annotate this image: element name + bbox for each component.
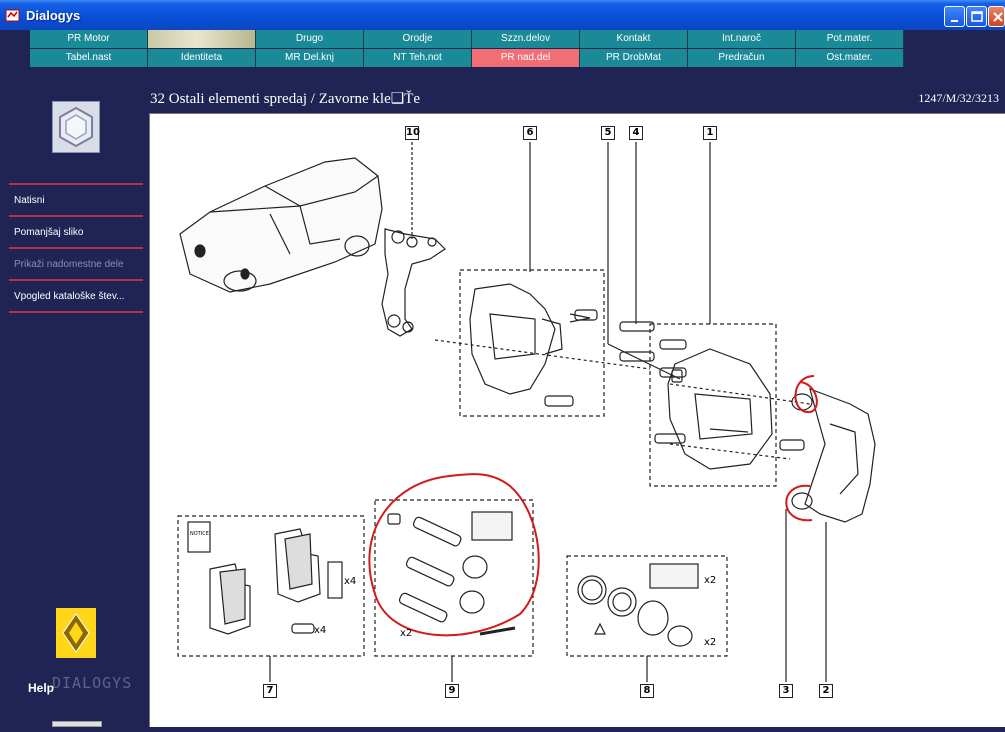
part-2-carrier [779,388,876,523]
notice-card-label: NOTICE [190,531,209,537]
menu-item-banner[interactable] [148,30,256,48]
qty-label-pad-screws: x4 [314,625,326,636]
callout-3[interactable]: 3 [779,684,793,698]
maximize-button[interactable] [966,6,987,27]
menu-item-nt-teh-not[interactable]: NT Teh.not [364,49,472,67]
minimize-button[interactable] [944,6,965,27]
sidebar: Natisni Pomanjšaj sliko Prikaži nadomest… [0,67,148,727]
menu-item-orodje[interactable]: Orodje [364,30,472,48]
part-6-caliper [469,283,598,407]
dialogys-brand-mark: DIALOGYS [52,674,133,692]
menu-item-tabel-nast[interactable]: Tabel.nast [30,49,148,67]
maximize-icon [971,11,983,22]
qty-label-pads-clips: x4 [344,576,356,587]
callout-5[interactable]: 5 [601,126,615,140]
callout-7[interactable]: 7 [263,684,277,698]
qty-label-boots: x2 [704,637,716,648]
bottom-tab[interactable] [52,721,102,727]
menu-item-int-naro[interactable]: Int.naroč [688,30,796,48]
renault-diamond-icon [62,613,90,653]
part-8-seal-kit [577,563,699,647]
minimize-icon [951,20,958,22]
hex-nut-icon [59,106,93,148]
qty-label-piston-kit: x2 [704,575,716,586]
app-icon [5,9,20,22]
menu-item-ost-mater[interactable]: Ost.mater. [796,49,904,67]
sidebar-item-zoom-out[interactable]: Pomanjšaj sliko [9,215,143,247]
page-title: 32 Ostali elementi spredaj / Zavorne kle… [150,91,421,107]
menu-item-drugo[interactable]: Drugo [256,30,364,48]
sidebar-divider [9,311,143,313]
menu-item-szzn-delov[interactable]: Szzn.delov [472,30,580,48]
callout-10[interactable]: 10 [405,126,420,140]
sidebar-item-print[interactable]: Natisni [9,183,143,215]
callout-4[interactable]: 4 [629,126,643,140]
callout-1[interactable]: 1 [703,126,717,140]
sidebar-item-show-replacements: Prikaži nadomestne dele [9,247,143,279]
callout-8[interactable]: 8 [640,684,654,698]
menu-item-pot-mater[interactable]: Pot.mater. [796,30,904,48]
part-9-guide-pin-kit [387,511,516,636]
reference-code: 1247/M/32/3213 [918,91,999,105]
help-link[interactable]: Help [28,681,55,695]
sidebar-item-catalog-numbers[interactable]: Vpogled kataloške štev... [9,279,143,311]
menu-item-predra-un[interactable]: Predračun [688,49,796,67]
menu-item-pr-nad-del[interactable]: PR nad.del [472,49,580,67]
renault-logo [56,608,96,658]
window-title: Dialogys [26,8,81,23]
menu-item-kontakt[interactable]: Kontakt [580,30,688,48]
menu-item-pr-motor[interactable]: PR Motor [30,30,148,48]
menu-item-pr-drobmat[interactable]: PR DrobMat [580,49,688,67]
qty-label-guide-pins: x2 [400,628,412,639]
brake-caliper-diagram: x4 x4 x2 x2 x2 NOTICE [177,142,876,682]
close-button[interactable] [988,6,1005,27]
callout-9[interactable]: 9 [445,684,459,698]
part-1-caliper-assembly [654,348,773,470]
red-highlight-marks [368,375,818,637]
callout-6[interactable]: 6 [523,126,537,140]
part-7-brake-pads [187,521,343,635]
callout-2[interactable]: 2 [819,684,833,698]
close-icon [993,12,1003,22]
title-bar[interactable]: Dialogys [0,0,1005,30]
exploded-diagram[interactable]: x4 x4 x2 x2 x2 NOTICE 10 6 5 4 1 7 9 8 3… [149,113,1005,727]
menu-item-identiteta[interactable]: Identiteta [148,49,256,67]
menu-item-mr-del-knj[interactable]: MR Del.knj [256,49,364,67]
hexagon-logo [52,101,100,153]
car-illustration [179,157,383,293]
part-10-bracket [381,228,446,337]
